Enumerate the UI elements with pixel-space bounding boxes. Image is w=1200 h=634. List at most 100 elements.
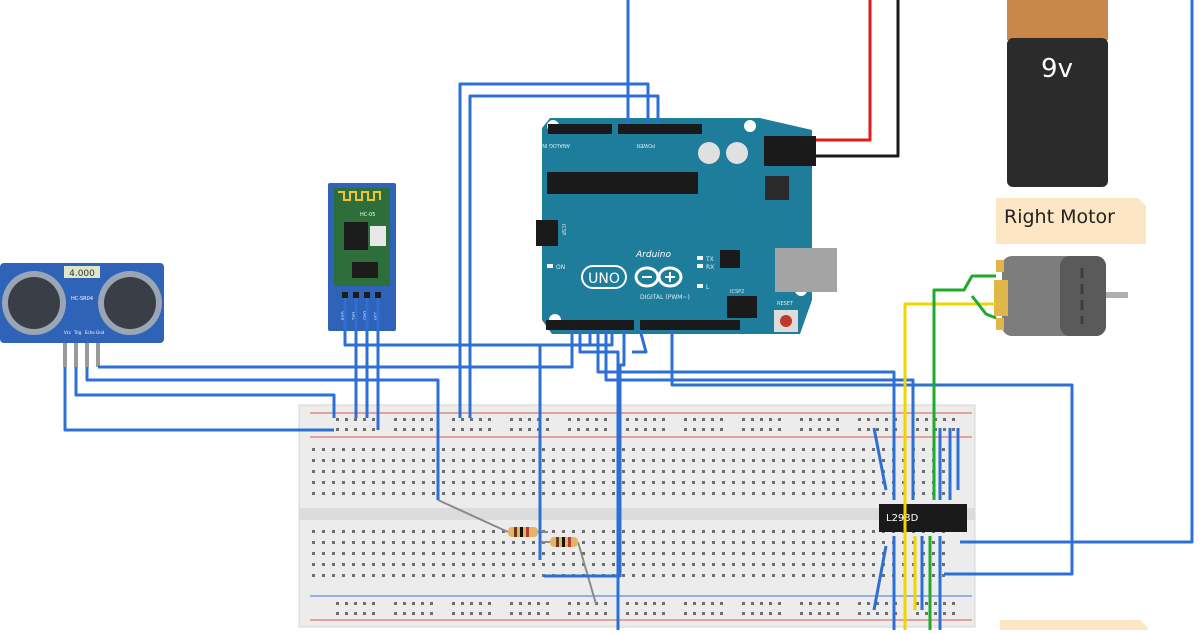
breadboard-hole [712,552,715,555]
breadboard-hole [632,459,635,462]
breadboard-hole [882,492,885,495]
arduino-l-label: L [706,284,710,291]
breadboard-hole [772,492,775,495]
breadboard-hole [372,459,375,462]
breadboard-hole [372,428,375,431]
breadboard-hole [642,448,645,451]
breadboard-hole [592,459,595,462]
breadboard-hole [952,612,955,615]
breadboard-hole [612,481,615,484]
breadboard-hole [752,541,755,544]
breadboard-hole [332,541,335,544]
breadboard-hole [769,612,772,615]
breadboard-hole [762,492,765,495]
breadboard-hole [392,541,395,544]
breadboard-hole [402,552,405,555]
breadboard-hole [552,481,555,484]
ultrasonic-pin-vcc: Vcc [64,330,71,335]
breadboard-hole [722,492,725,495]
arduino-d-wire-7 [538,330,614,560]
arduino-brand: Arduino [635,250,671,260]
breadboard-hole [809,418,812,421]
breadboard-hole [762,470,765,473]
breadboard-hole [702,492,705,495]
breadboard-hole [552,448,555,451]
breadboard-hole [572,448,575,451]
breadboard-hole [422,448,425,451]
breadboard-hole [488,612,491,615]
breadboard-hole [762,459,765,462]
breadboard-hole [488,428,491,431]
breadboard-hole [876,428,879,431]
breadboard-hole [782,574,785,577]
breadboard-hole [827,418,830,421]
breadboard-hole [742,428,745,431]
breadboard-hole [342,481,345,484]
breadboard-hole [702,563,705,566]
ultrasonic-pin-gnd: Gnd [96,330,105,335]
breadboard-hole [722,470,725,473]
breadboard-hole [934,602,937,605]
breadboard-hole [852,492,855,495]
breadboard-hole [612,448,615,451]
breadboard-hole [720,428,723,431]
breadboard-hole [612,492,615,495]
breadboard-hole [842,492,845,495]
breadboard-hole [542,481,545,484]
arduino-icsp-label: ICSP [560,224,566,235]
breadboard-hole [635,612,638,615]
breadboard-hole [862,574,865,577]
breadboard-hole [792,563,795,566]
breadboard-hole [582,448,585,451]
breadboard-hole [652,552,655,555]
breadboard-hole [422,541,425,544]
battery-wire-positive [816,0,872,142]
breadboard-hole [442,459,445,462]
breadboard-hole [502,563,505,566]
breadboard-hole [702,552,705,555]
breadboard-hole [626,602,629,605]
breadboard-hole [432,541,435,544]
breadboard-hole [942,492,945,495]
breadboard-hole [862,563,865,566]
resistor-2-band-3 [568,537,571,547]
breadboard-hole [652,492,655,495]
breadboard-hole [372,448,375,451]
breadboard-hole [382,481,385,484]
battery: 9v [1007,0,1108,187]
breadboard-hole [492,470,495,473]
breadboard-hole [662,530,665,533]
breadboard-hole [822,530,825,533]
ultrasonic-pin-leg-4 [96,343,100,367]
breadboard-hole [862,459,865,462]
bluetooth-flash-chip [352,262,378,278]
arduino-capacitor-2 [726,142,748,164]
breadboard-hole [352,459,355,462]
ultrasonic-mesh-left [8,277,60,329]
breadboard-hole [519,418,522,421]
breadboard-hole [769,602,772,605]
breadboard-hole [662,574,665,577]
breadboard-hole [692,541,695,544]
breadboard-hole [422,492,425,495]
breadboard-hole [568,612,571,615]
battery-top [1007,0,1108,40]
breadboard-hole [352,563,355,566]
breadboard-hole [442,481,445,484]
breadboard-hole [332,481,335,484]
breadboard-hole [382,470,385,473]
breadboard-hole [762,448,765,451]
bluetooth-pin-1 [342,292,348,298]
breadboard-hole [372,612,375,615]
breadboard-hole [502,552,505,555]
breadboard-hole [802,563,805,566]
breadboard-hole [392,448,395,451]
breadboard-hole [872,530,875,533]
breadboard-hole [363,418,366,421]
breadboard-hole [312,492,315,495]
breadboard-hole [363,428,366,431]
breadboard-hole [577,428,580,431]
breadboard-hole [722,530,725,533]
breadboard-hole [672,541,675,544]
breadboard-hole [432,574,435,577]
